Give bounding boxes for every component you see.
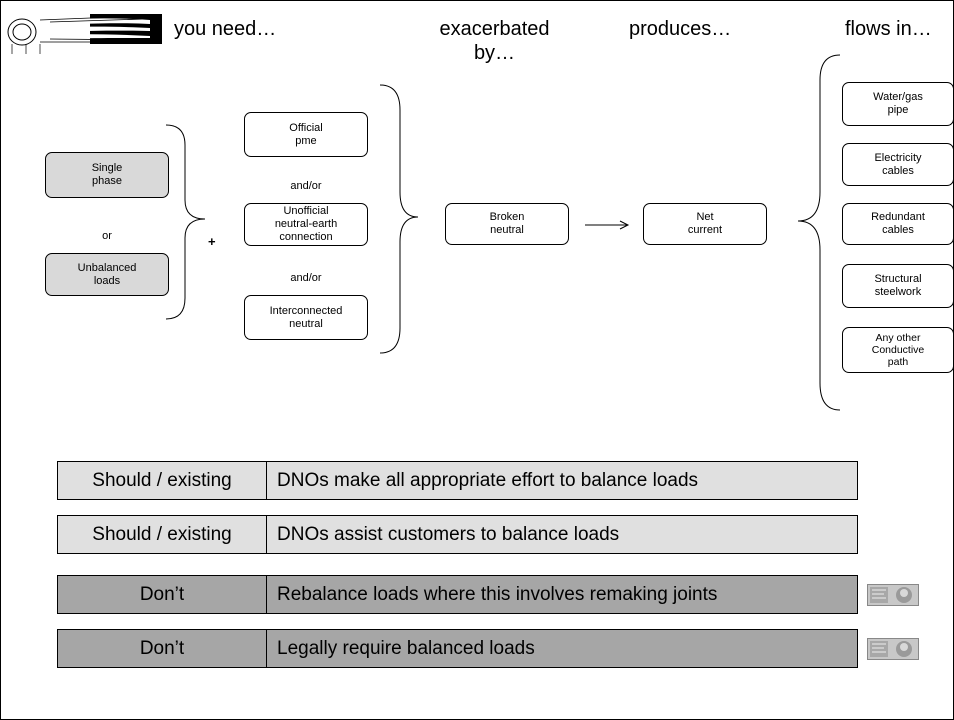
- action-text: DNOs assist customers to balance loads: [277, 523, 620, 545]
- header-exacerbated-by: exacerbated by…: [439, 18, 550, 64]
- action-row-4: Don’t Legally require balanced loads: [57, 629, 858, 668]
- header-you-need: you need…: [174, 18, 277, 40]
- broken-neutral-box: Broken neutral: [445, 203, 569, 245]
- single-phase-box: Single phase: [45, 152, 169, 198]
- or-label: or: [102, 230, 112, 242]
- path-redundant-cables: Redundant cables: [842, 203, 954, 245]
- and-or-label-2: and/or: [290, 272, 322, 284]
- unofficial-connection-box: Unofficial neutral-earth connection: [244, 203, 368, 246]
- header-produces: produces…: [629, 18, 732, 40]
- flows-brace: [797, 54, 841, 411]
- arrow-head-icon: [619, 220, 630, 230]
- and-or-label-1: and/or: [290, 180, 322, 192]
- action-row-2: Should / existing DNOs assist customers …: [57, 515, 858, 554]
- action-category: Don’t: [58, 576, 267, 613]
- plus-sign: +: [208, 234, 216, 249]
- action-category: Don’t: [58, 630, 267, 667]
- path-electricity-cables: Electricity cables: [842, 143, 954, 186]
- interconnected-neutral-box: Interconnected neutral: [244, 295, 368, 340]
- action-category: Should / existing: [58, 516, 267, 553]
- path-any-other: Any other Conductive path: [842, 327, 954, 373]
- official-pme-box: Official pme: [244, 112, 368, 157]
- banknote-icon: [867, 638, 919, 660]
- action-row-1: Should / existing DNOs make all appropri…: [57, 461, 858, 500]
- action-text: Legally require balanced loads: [277, 637, 535, 659]
- cable-logo-icon: [3, 14, 163, 54]
- action-text: DNOs make all appropriate effort to bala…: [277, 469, 699, 491]
- connections-brace: [379, 84, 419, 354]
- unbalanced-loads-box: Unbalanced loads: [45, 253, 169, 296]
- path-structural-steelwork: Structural steelwork: [842, 264, 954, 308]
- action-text: Rebalance loads where this involves rema…: [277, 583, 718, 605]
- causes-brace: [165, 124, 206, 320]
- path-water-gas-pipe: Water/gas pipe: [842, 82, 954, 126]
- banknote-icon: [867, 584, 919, 606]
- action-category: Should / existing: [58, 462, 267, 499]
- action-row-3: Don’t Rebalance loads where this involve…: [57, 575, 858, 614]
- net-current-box: Net current: [643, 203, 767, 245]
- header-flows-in: flows in…: [845, 18, 932, 40]
